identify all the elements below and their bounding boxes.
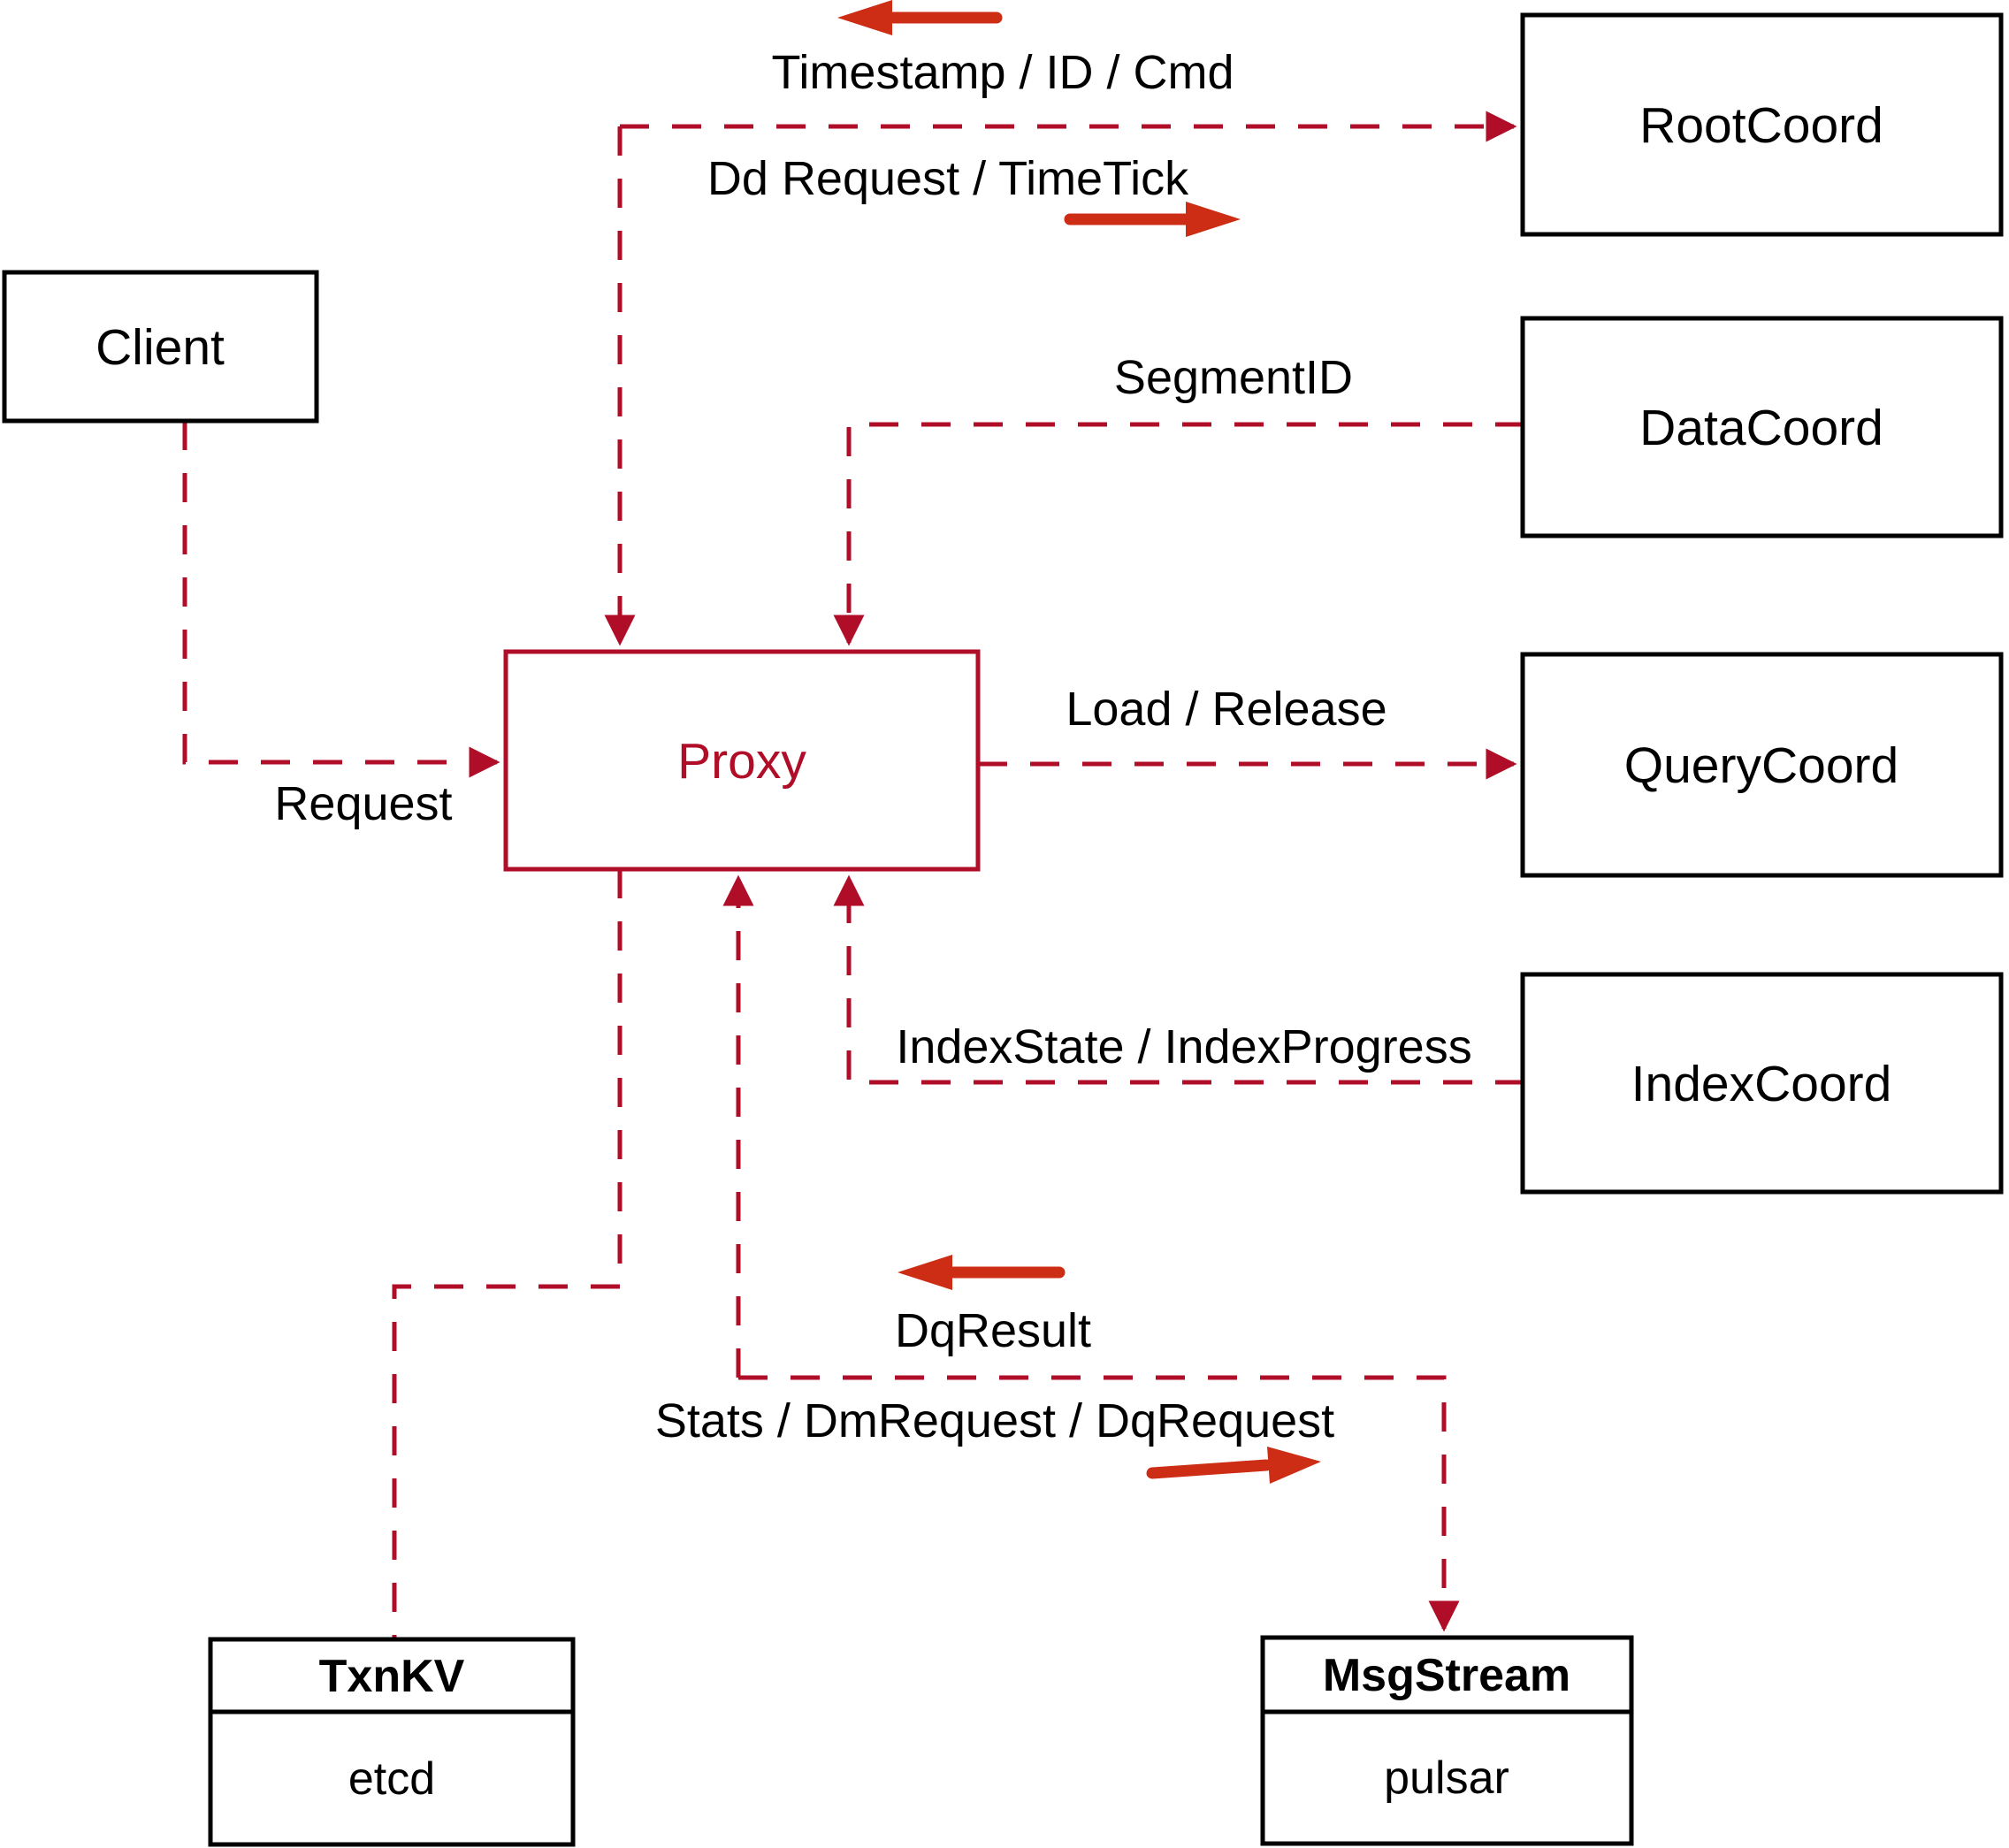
node-txnkv: TxnKV etcd: [208, 1637, 576, 1847]
edge-client-to-proxy: [182, 421, 500, 778]
arrow-right-stats-icon: [1146, 1447, 1321, 1484]
arrow-left-dqresult-icon: [898, 1255, 1066, 1290]
edges: [182, 111, 1524, 1639]
edge-label-load-release: Load / Release: [1066, 683, 1386, 736]
direction-arrows: [837, 0, 1321, 1484]
edge-proxy-to-msgstream: [738, 1375, 1460, 1632]
client-label: Client: [95, 319, 225, 376]
proxy-box: [503, 649, 981, 872]
edge-indexcoord-to-proxy: [833, 874, 1524, 1085]
rootcoord-box: [1520, 12, 2004, 237]
proxy-label: Proxy: [677, 733, 806, 790]
txnkv-title: TxnKV: [319, 1651, 465, 1702]
datacoord-label: DataCoord: [1639, 400, 1883, 456]
node-rootcoord: RootCoord: [1520, 12, 2004, 237]
edge-label-request: Request: [274, 777, 452, 830]
edge-label-index-state: IndexState / IndexProgress: [896, 1020, 1471, 1073]
querycoord-box: [1520, 652, 2004, 878]
edge-label-dq-result: DqResult: [895, 1304, 1091, 1357]
querycoord-label: QueryCoord: [1624, 737, 1898, 794]
node-proxy: Proxy: [503, 649, 981, 872]
datacoord-box: [1520, 316, 2004, 538]
msgstream-body: pulsar: [1384, 1753, 1509, 1804]
edge-label-segment-id: SegmentID: [1114, 351, 1353, 404]
edge-label-dd-request-timetick: Dd Request / TimeTick: [707, 152, 1189, 205]
edge-label-stats-dm-dq: Stats / DmRequest / DqRequest: [655, 1394, 1334, 1447]
msgstream-box: [1260, 1635, 1634, 1846]
edge-label-timestamp-id-cmd: Timestamp / ID / Cmd: [771, 46, 1234, 99]
arrow-right-ddrequest-icon: [1064, 202, 1241, 237]
edge-datacoord-to-proxy: [833, 422, 1524, 646]
rootcoord-label: RootCoord: [1639, 97, 1883, 154]
node-datacoord: DataCoord: [1520, 316, 2004, 538]
txnkv-body: etcd: [348, 1753, 435, 1805]
node-client: Client: [2, 270, 319, 424]
indexcoord-label: IndexCoord: [1631, 1056, 1892, 1112]
msgstream-title: MsgStream: [1323, 1650, 1570, 1701]
client-box: [2, 270, 319, 424]
node-querycoord: QueryCoord: [1520, 652, 2004, 878]
indexcoord-box: [1520, 972, 2004, 1195]
node-msgstream: MsgStream pulsar: [1260, 1635, 1634, 1846]
arrow-left-timestamp-icon: [837, 0, 1003, 35]
txnkv-box: [208, 1637, 576, 1847]
edge-proxy-to-txnkv: [392, 869, 623, 1639]
node-indexcoord: IndexCoord: [1520, 972, 2004, 1195]
edge-labels: Timestamp / ID / Cmd Dd Request / TimeTi…: [274, 46, 1471, 1447]
